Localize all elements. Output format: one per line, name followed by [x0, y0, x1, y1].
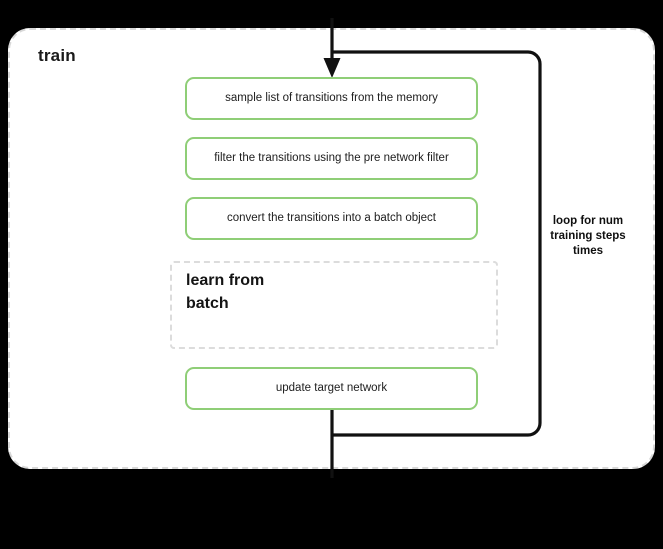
step-convert-to-batch[interactable]: convert the transitions into a batch obj… [185, 197, 478, 240]
step-label: convert the transitions into a batch obj… [226, 211, 437, 224]
step-label: filter the transitions using the pre net… [214, 151, 449, 164]
step-filter-transitions[interactable]: filter the transitions using the pre net… [185, 137, 478, 180]
loop-caption: loop for num training steps times [550, 215, 626, 258]
step-update-target-network[interactable]: update target network [185, 367, 478, 410]
step-label: sample list of transitions from the memo… [225, 91, 438, 104]
step-sample-transitions[interactable]: sample list of transitions from the memo… [185, 77, 478, 120]
learn-from-batch-title: learn from batch [186, 272, 265, 312]
learn-from-batch-block[interactable]: learn from batch [170, 261, 498, 349]
train-title: train [38, 46, 76, 65]
step-label: update target network [275, 381, 388, 394]
